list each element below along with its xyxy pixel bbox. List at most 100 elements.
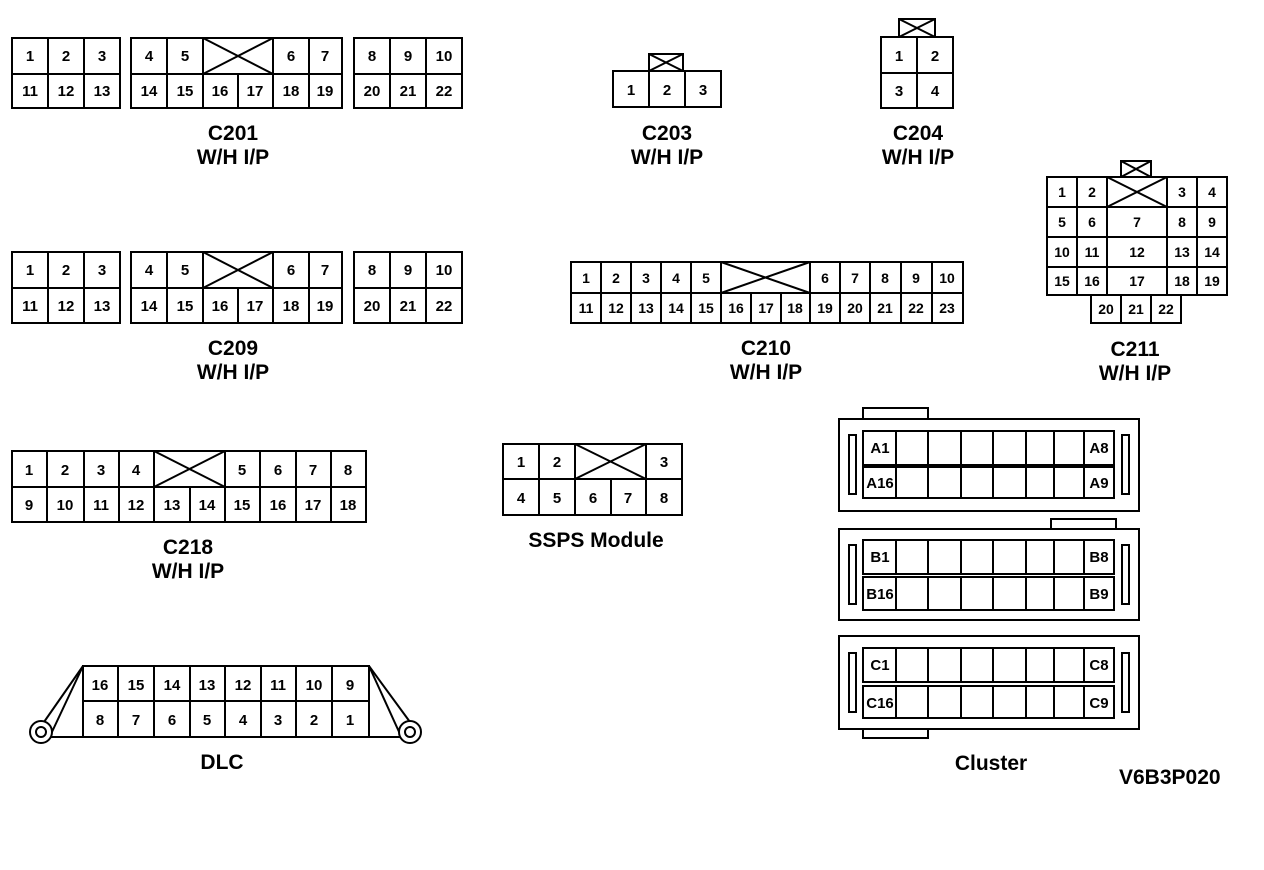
- connector-harness: W/H I/P: [197, 361, 269, 384]
- pin: 15: [234, 497, 251, 514]
- pin: 4: [132, 462, 141, 479]
- pin: 13: [638, 300, 654, 316]
- pin: 16: [92, 677, 109, 694]
- pin: 6: [1088, 214, 1096, 230]
- pin: 15: [177, 298, 194, 315]
- pin: 11: [22, 83, 38, 100]
- pin: 3: [98, 262, 106, 279]
- pin: 16: [212, 83, 229, 100]
- pin: 6: [168, 712, 176, 729]
- pin: 20: [847, 300, 863, 316]
- pin: 16: [212, 298, 229, 315]
- connector-c210: 1 2 3 4 5 6 7 8 9 10 11 12 13 14 15 16 1…: [570, 261, 964, 384]
- pin: 6: [287, 262, 295, 279]
- pin: 13: [1174, 244, 1190, 260]
- pin: 18: [283, 298, 300, 315]
- pin: 19: [317, 83, 334, 100]
- connector-c209: 1 2 3 11 12 13 4 5 6 7 14 15 16 17 18 19…: [11, 251, 463, 384]
- pin: 7: [309, 462, 317, 479]
- pin-label: A1: [870, 440, 889, 457]
- pin: 9: [404, 48, 412, 65]
- c209-block-a: 1 2 3 11 12 13: [11, 251, 121, 324]
- pin: 3: [98, 48, 106, 65]
- pin: 11: [93, 497, 109, 514]
- c201-block-b: 4 5 6 7 14 15 16 17 18 19: [130, 37, 343, 109]
- pin: 4: [672, 270, 680, 286]
- pin: 11: [1085, 244, 1100, 260]
- connector-name: C210: [741, 337, 791, 360]
- pin: 12: [128, 497, 145, 514]
- pin: 7: [321, 262, 329, 279]
- pin-label: C8: [1089, 657, 1108, 674]
- connector-harness: W/H I/P: [1099, 362, 1171, 385]
- pin: 13: [164, 497, 181, 514]
- pin: 5: [553, 490, 561, 507]
- pin: 12: [58, 298, 75, 315]
- cluster-grid-a: A1 A8 A16 A9: [862, 430, 1115, 499]
- connector-name: C211: [1110, 338, 1159, 361]
- connector-name: C203: [642, 122, 692, 145]
- pin: 9: [404, 262, 412, 279]
- pin-label: C9: [1089, 695, 1108, 712]
- pin: 21: [877, 300, 893, 316]
- pin: 6: [287, 48, 295, 65]
- pin: 14: [141, 83, 158, 100]
- pin: 10: [436, 48, 453, 65]
- pin: 5: [181, 262, 189, 279]
- pin: 15: [1054, 273, 1070, 289]
- latch-tab: [862, 728, 929, 739]
- pin: 14: [141, 298, 158, 315]
- pin: 2: [553, 454, 561, 471]
- pin: 18: [283, 83, 300, 100]
- pin: 17: [1129, 273, 1145, 289]
- pin: 16: [728, 300, 744, 316]
- pin: 22: [1158, 301, 1174, 317]
- pin: 6: [589, 490, 597, 507]
- cluster-grid-c: C1 C8 C16 C9: [862, 647, 1115, 719]
- pin: 11: [579, 300, 594, 316]
- pin: 15: [128, 677, 145, 694]
- pin: 3: [699, 82, 707, 99]
- connector-c203: 1 2 3 C203 W/H I/P: [612, 53, 722, 169]
- connector-name: DLC: [200, 751, 243, 774]
- pin-label: B16: [866, 586, 894, 603]
- pin: 8: [1178, 214, 1186, 230]
- pin: 18: [787, 300, 803, 316]
- pin: 22: [908, 300, 924, 316]
- pin: 4: [145, 262, 154, 279]
- pin: 1: [895, 48, 903, 65]
- pin: 8: [881, 270, 889, 286]
- c201-block-c: 8 9 10 20 21 22: [353, 37, 463, 109]
- pin: 6: [821, 270, 829, 286]
- latch-tab: [1050, 518, 1117, 530]
- pin: 8: [96, 712, 104, 729]
- pin: 3: [1178, 184, 1186, 200]
- connector-harness: W/H I/P: [631, 146, 703, 169]
- connector-harness: W/H I/P: [152, 560, 224, 583]
- connector-name: C204: [893, 122, 944, 145]
- c209-block-b: 4 5 6 7 14 15 16 17 18 19: [130, 251, 343, 324]
- pin: 22: [436, 83, 453, 100]
- pin: 9: [912, 270, 920, 286]
- pin: 2: [62, 48, 70, 65]
- pin: 5: [203, 712, 211, 729]
- pin: 2: [612, 270, 620, 286]
- pin-label: B1: [870, 549, 889, 566]
- pin: 1: [346, 712, 354, 729]
- c201-block-a: 1 2 3 11 12 13: [11, 37, 121, 109]
- pin: 10: [939, 270, 955, 286]
- pin: 5: [702, 270, 710, 286]
- pin: 12: [1129, 244, 1145, 260]
- pin: 1: [627, 82, 635, 99]
- pin: 13: [94, 298, 111, 315]
- pin: 7: [624, 490, 632, 507]
- pin: 14: [199, 497, 216, 514]
- pin: 3: [642, 270, 650, 286]
- connector-c201: 1 2 3 11 12 13 4 5 6 7 14 15 16 17 18 19…: [11, 37, 463, 169]
- pin: 17: [758, 300, 774, 316]
- pin: 10: [57, 497, 74, 514]
- pin: 10: [1054, 244, 1070, 260]
- pin: 17: [247, 298, 264, 315]
- pin: 11: [22, 298, 38, 315]
